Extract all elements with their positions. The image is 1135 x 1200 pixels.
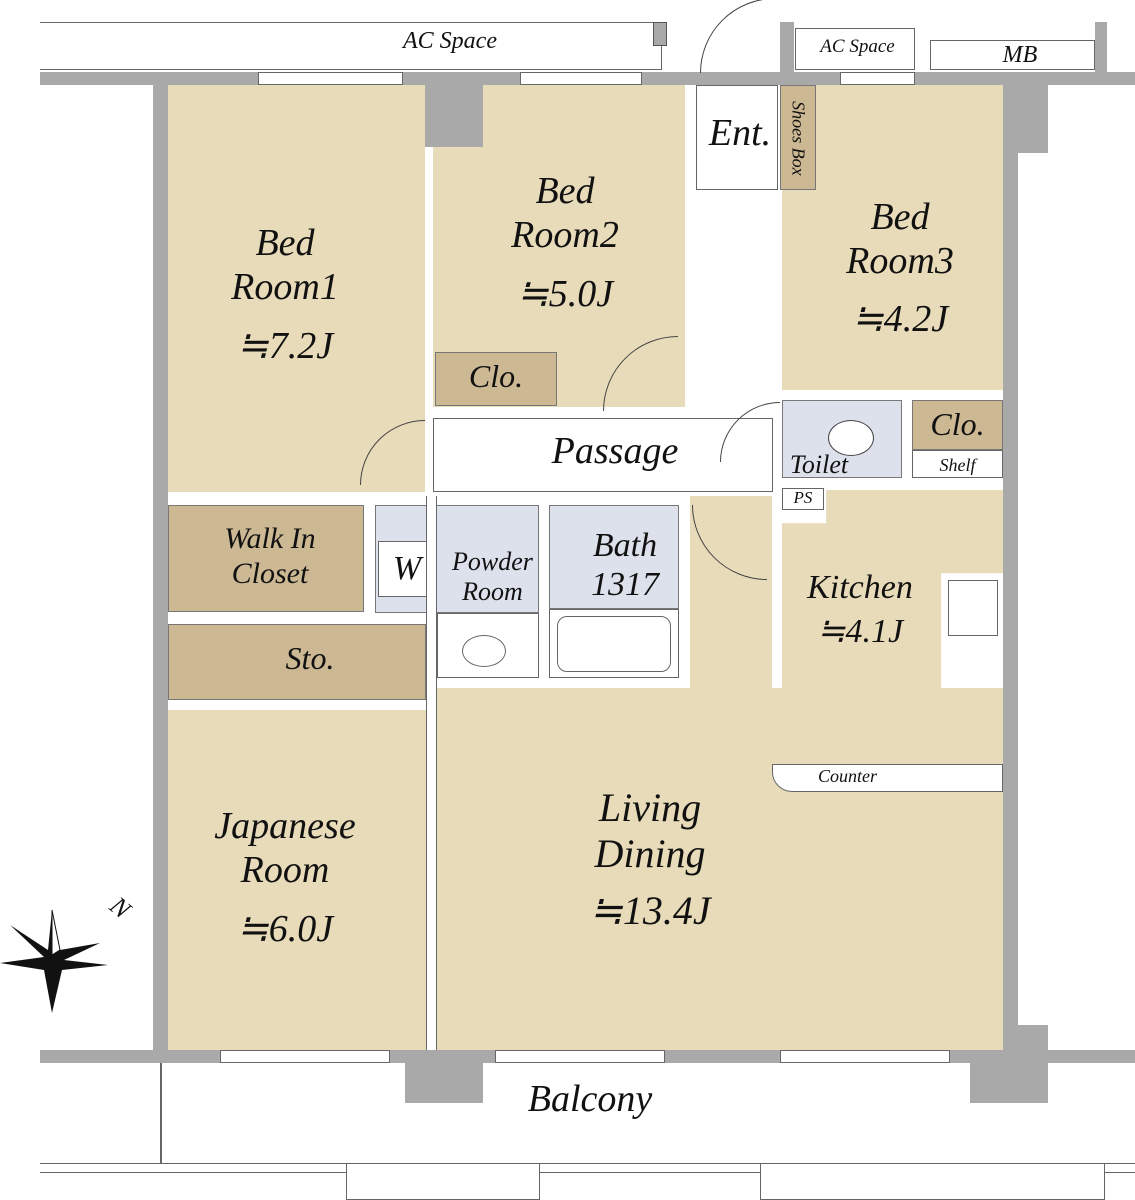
kitchen-label: Kitchen — [807, 569, 913, 606]
storage — [168, 624, 426, 700]
closet-bedroom-2 — [435, 352, 557, 406]
balcony-edge — [160, 1063, 162, 1163]
ac-space-area-2 — [795, 28, 915, 70]
balcony-step — [346, 1163, 540, 1200]
shelf — [912, 450, 1003, 478]
window — [780, 1050, 950, 1063]
counter-label: Counter — [817, 766, 877, 786]
shelf-label: Shelf — [939, 455, 976, 475]
pipe-space — [782, 488, 824, 510]
living-dining-label: Living Dining — [594, 785, 706, 876]
closet-bedroom-3 — [912, 400, 1003, 450]
mb-area — [930, 40, 1095, 70]
entrance-label: Ent. — [708, 112, 772, 154]
kitchen-size: ≒4.1J — [816, 613, 904, 650]
bedroom-3-size: ≒4.2J — [851, 298, 949, 340]
powder-room-label: Powder Room — [452, 547, 533, 606]
balcony-rail — [40, 1163, 1135, 1173]
window — [220, 1050, 390, 1063]
washer-label: W — [392, 550, 422, 587]
closet-label: Clo. — [930, 406, 985, 442]
wall-left — [153, 85, 168, 1063]
wall-right — [1003, 85, 1018, 1063]
bathtub-area — [549, 609, 679, 678]
shoes-box-label: Shoes Box — [788, 101, 809, 176]
ac-space-label-2: AC Space — [820, 36, 895, 57]
passage — [433, 418, 773, 492]
living-dining — [437, 688, 1003, 1050]
bathtub-icon — [557, 616, 671, 672]
balcony-step — [760, 1163, 1105, 1200]
stove-icon — [948, 580, 998, 636]
storage-label: Sto. — [285, 640, 335, 676]
window — [258, 72, 403, 85]
living-dining-ext — [772, 792, 1003, 822]
ps-label: PS — [793, 488, 813, 507]
window — [495, 1050, 665, 1063]
bedroom-3-label: Bed Room3 — [846, 196, 954, 282]
living-dining-size: ≒13.4J — [589, 888, 711, 933]
pipe — [653, 22, 667, 46]
japanese-room-label: Japanese Room — [214, 805, 356, 891]
entrance — [696, 85, 778, 190]
partition — [426, 496, 437, 1050]
shoes-box — [780, 85, 816, 190]
bath-label: Bath 1317 — [591, 527, 659, 604]
bedroom-1-size: ≒7.2J — [236, 325, 334, 367]
ac-space-area — [40, 22, 662, 70]
closet-label: Clo. — [468, 358, 524, 394]
walk-in-closet-label: Walk In Closet — [224, 522, 316, 590]
washbasin-icon — [462, 635, 506, 667]
wall — [1095, 22, 1107, 72]
japanese-room — [168, 710, 426, 1050]
counter — [772, 764, 1003, 792]
bedroom-1 — [168, 85, 425, 492]
compass-icon — [0, 909, 108, 1013]
toilet-bowl-icon — [828, 420, 874, 456]
bedroom-2-size: ≒5.0J — [516, 273, 614, 315]
passage-label: Passage — [551, 430, 679, 472]
bath — [549, 505, 679, 609]
ac-space-label: AC Space — [403, 28, 497, 54]
bedroom-2-label: Bed Room2 — [511, 170, 619, 256]
walk-in-closet — [168, 505, 364, 612]
toilet-label: Toilet — [789, 450, 849, 479]
window — [840, 72, 915, 85]
bedroom-2-top — [483, 85, 685, 147]
window — [520, 72, 642, 85]
mb-label: MB — [1002, 42, 1038, 68]
japanese-room-size: ≒6.0J — [236, 908, 334, 950]
bedroom-3 — [782, 85, 1003, 390]
bedroom-1-label: Bed Room1 — [231, 222, 339, 308]
balcony-label: Balcony — [527, 1078, 653, 1120]
wall — [780, 22, 794, 72]
